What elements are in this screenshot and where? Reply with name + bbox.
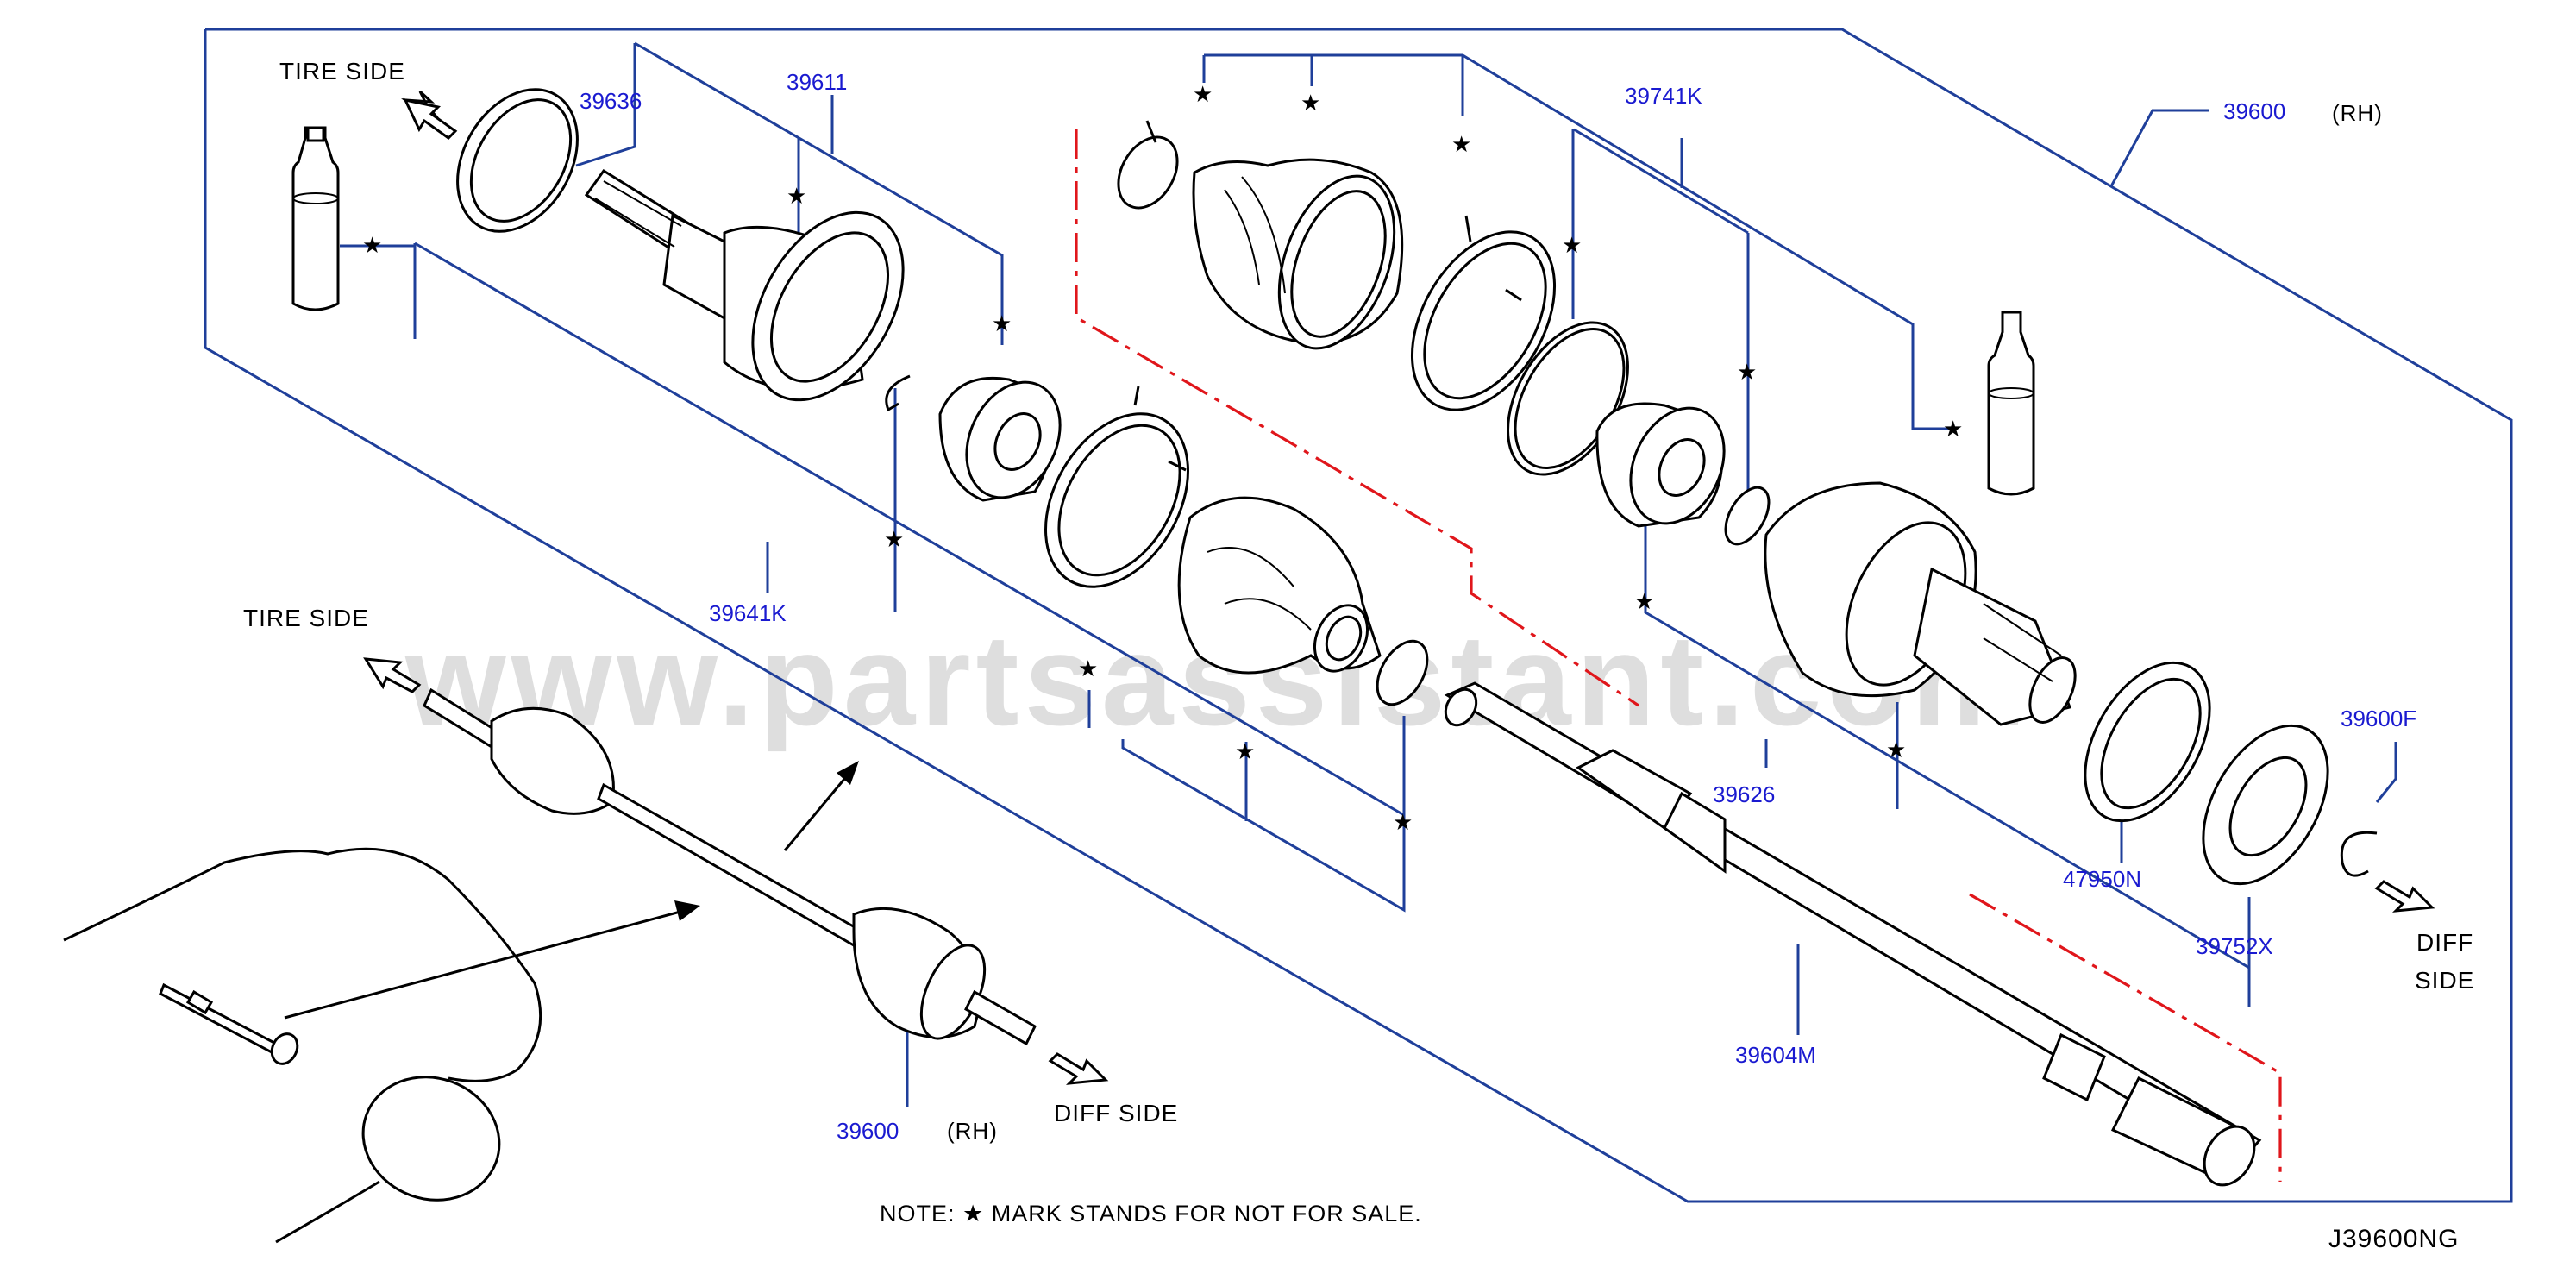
label-39626: 39626 [1713,781,1775,807]
arrow-tire-side-top [401,90,458,140]
star-mark: ★ [1634,589,1654,615]
vehicle-outline [63,847,542,1244]
arrow-tire-side-left [363,657,422,693]
kit-frame-39741k-h [1644,526,2251,1007]
label-rh-top: (RH) [2332,100,2383,126]
star-mark: ★ [1886,737,1906,763]
label-39600-top: 39600 [2223,98,2285,124]
label-39752x: 39752X [2196,933,2273,959]
label-diff-side-bottom: DIFF SIDE [1054,1100,1178,1126]
label-tire-side-top: TIRE SIDE [279,58,405,85]
outer-cv-joint-39611 [584,168,905,402]
boot-band-right [1410,215,1557,411]
leader-39636 [575,43,636,167]
boot-clamp-small-left [1376,639,1429,706]
cv-boot-left [1177,496,1382,675]
star-mark: ★ [362,233,382,259]
leader-39600f [2375,742,2397,803]
label-tire-side-left: TIRE SIDE [243,605,369,631]
label-diff-side-right-line1: DIFF [2416,929,2473,956]
label-39604m: 39604M [1735,1042,1816,1068]
grease-link-left [340,244,417,339]
star-mark: ★ [1737,360,1757,386]
snap-ring-39600f [2340,831,2378,877]
boot-band-39636 [456,88,579,233]
dust-shield-39752x [2202,724,2329,886]
label-47950n: 47950N [2063,866,2141,892]
pointer-arrow-right-head [674,900,700,921]
pointer-arrow-right [284,907,691,1020]
red-centerline-1 [1075,129,1639,707]
star-mark: ★ [992,311,1012,337]
star-mark: ★ [1078,656,1098,682]
assembly-frame [204,28,2513,1203]
bearing-cage-left [938,376,1062,502]
leader-39600-top [2109,109,2209,187]
star-mark: ★ [884,527,904,553]
label-39600f: 39600F [2341,706,2416,731]
kit-frame-39641k [414,242,1406,913]
cv-boot-right [1192,158,1404,350]
assembled-driveshaft [423,687,1037,1046]
star-mark: ★ [1562,233,1582,259]
drive-shaft-39604m [1444,681,2262,1187]
diagram-code: J39600NG [2328,1225,2459,1253]
star-mark: ★ [1393,810,1413,836]
red-centerline-2 [1969,893,2282,1182]
label-diff-side-right-line2: SIDE [2415,967,2474,994]
pointer-arrow-up [783,767,856,851]
label-39611: 39611 [787,69,847,95]
arrow-diff-side-right [2374,880,2435,913]
star-mark: ★ [787,184,806,210]
boot-clamp-top [1117,120,1179,210]
star-mark: ★ [1235,739,1255,765]
pointer-arrow-up-head [837,761,859,785]
label-39636: 39636 [580,88,642,114]
kit-frame-39641k-b [634,41,1004,300]
boot-band-left [1044,386,1189,588]
star-mark: ★ [1193,82,1213,108]
inner-joint-housing-39626 [1764,481,2077,726]
star-mark: ★ [1943,417,1963,442]
bearing-cage-right [1595,402,1726,528]
circlip-small-right [1724,486,1771,546]
label-39741k: 39741K [1625,83,1702,109]
abs-sensor-ring-47950n [2084,661,2211,823]
grease-tube-left [291,126,340,311]
kit-frame-39741k-i [1573,128,1749,235]
label-39600-bottom: 39600 [837,1118,899,1144]
label-39641k: 39641K [709,600,787,626]
grease-tube-right [1987,311,2035,496]
arrow-diff-side-bottom [1048,1052,1109,1085]
star-mark: ★ [1301,91,1320,116]
note-text: NOTE: ★ MARK STANDS FOR NOT FOR SALE. [880,1201,1422,1227]
label-rh-bottom: (RH) [947,1118,998,1144]
circlip-small-left [885,374,911,412]
star-mark: ★ [1451,132,1471,158]
